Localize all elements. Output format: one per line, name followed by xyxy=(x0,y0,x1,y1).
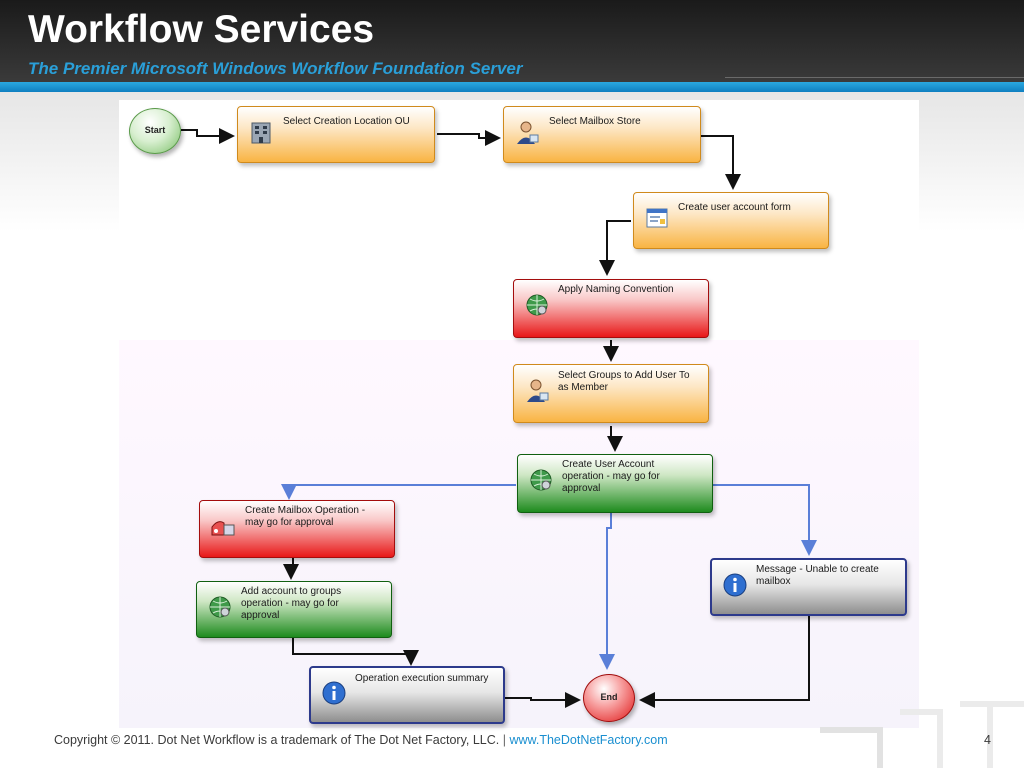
footer-copyright: Copyright © 2011. Dot Net Workflow is a … xyxy=(54,733,500,747)
start-label: Start xyxy=(144,125,166,135)
node-label: Create Mailbox Operation - may go for ap… xyxy=(245,505,365,529)
node-label-line: Message - Unable to create xyxy=(756,564,879,575)
node-label-line: Create User Account xyxy=(562,459,655,470)
node-label: Apply Naming Convention xyxy=(558,284,674,295)
connector-layer xyxy=(181,128,817,708)
node-message-unable: Message - Unable to create mailbox xyxy=(710,558,907,616)
form-icon xyxy=(644,205,670,231)
node-add-account-to-groups: Add account to groups operation - may go… xyxy=(196,581,392,638)
connector-groups-op-to-summary xyxy=(292,638,419,666)
node-label: Add account to groups operation - may go… xyxy=(241,586,341,622)
node-label-line: approval xyxy=(562,483,601,494)
node-label-line: may go for approval xyxy=(245,517,334,528)
node-operation-summary: Operation execution summary xyxy=(309,666,505,724)
node-label: Select Groups to Add User To as Member xyxy=(558,370,690,394)
node-create-user-account-form: Create user account form xyxy=(633,192,829,249)
slide-subtitle: The Premier Microsoft Windows Workflow F… xyxy=(28,59,523,78)
building-icon xyxy=(248,119,274,145)
connector-useracct-to-message xyxy=(711,484,817,556)
node-label-line: Create Mailbox Operation - xyxy=(245,505,366,516)
footer-website-link[interactable]: www.TheDotNetFactory.com xyxy=(509,733,668,747)
end-node: End xyxy=(583,674,635,722)
connector-form-to-naming xyxy=(599,220,631,276)
header-accent-bar xyxy=(0,82,1024,92)
node-label-line: operation - may go for xyxy=(241,598,339,609)
node-select-groups: Select Groups to Add User To as Member xyxy=(513,364,709,423)
header-divider xyxy=(725,77,1024,78)
node-label: Create user account form xyxy=(678,202,791,213)
node-label: Create User Account operation - may go f… xyxy=(562,459,660,495)
node-select-creation-location: Select Creation Location OU xyxy=(237,106,435,163)
user-icon xyxy=(524,377,550,403)
node-label-line: as Member xyxy=(558,382,609,393)
connector-message-to-end xyxy=(639,614,810,708)
node-label: Operation execution summary xyxy=(355,673,489,684)
node-label-line: Select Groups to Add User To xyxy=(558,370,690,381)
footer-separator: | xyxy=(502,733,506,747)
page-number: 4 xyxy=(984,733,991,747)
connector-groups-to-useracct xyxy=(607,426,623,452)
info-icon xyxy=(722,572,748,598)
gear-globe-icon xyxy=(207,594,233,620)
connector-mailbox-to-form xyxy=(701,135,741,190)
connector-mailbox-op-to-groups-op xyxy=(283,558,299,580)
node-label-line: Add account to groups xyxy=(241,586,342,597)
end-label: End xyxy=(600,692,618,702)
user-icon xyxy=(514,119,540,145)
connector-summary-to-end xyxy=(503,692,581,708)
node-create-user-account-op: Create User Account operation - may go f… xyxy=(517,454,713,513)
info-icon xyxy=(321,680,347,706)
connector-start-to-location xyxy=(181,128,235,144)
gear-globe-icon xyxy=(528,467,554,493)
start-node: Start xyxy=(129,108,181,154)
node-label: Select Creation Location OU xyxy=(283,116,410,127)
connector-useracct-to-end xyxy=(599,512,615,670)
node-label-line: operation - may go for xyxy=(562,471,660,482)
node-select-mailbox-store: Select Mailbox Store xyxy=(503,106,701,163)
node-label: Message - Unable to create mailbox xyxy=(756,564,879,588)
gear-globe-icon xyxy=(524,292,550,318)
slide-title: Workflow Services xyxy=(28,8,375,51)
footer: Copyright © 2011. Dot Net Workflow is a … xyxy=(54,733,668,747)
node-label-line: approval xyxy=(241,610,280,621)
connector-useracct-to-mailbox-op xyxy=(281,484,516,500)
node-label: Select Mailbox Store xyxy=(549,116,641,127)
node-create-mailbox-op: Create Mailbox Operation - may go for ap… xyxy=(199,500,395,558)
decorative-watermark xyxy=(820,701,1024,768)
connector-location-to-mailbox xyxy=(437,130,501,146)
node-label-line: mailbox xyxy=(756,576,791,587)
mailbox-icon xyxy=(210,513,236,539)
node-apply-naming-convention: Apply Naming Convention xyxy=(513,279,709,338)
slide-header: Workflow Services The Premier Microsoft … xyxy=(0,0,1024,82)
workflow-diagram: Start Select Creation Location OU Select… xyxy=(119,100,919,728)
